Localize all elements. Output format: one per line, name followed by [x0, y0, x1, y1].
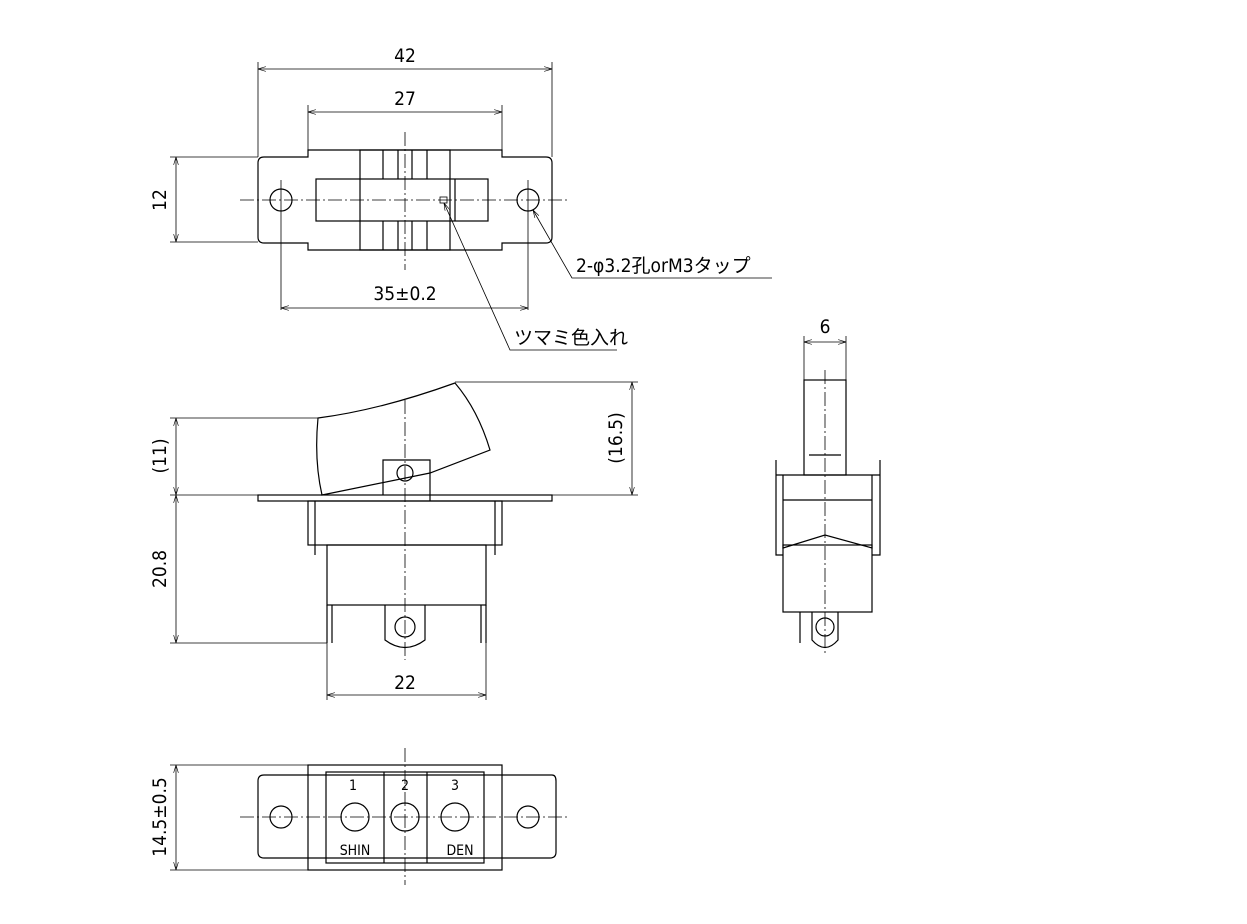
dim-knob-height: (11): [149, 438, 171, 473]
bottom-view: 1 2 3 SHIN DEN 14.5±0.5: [149, 748, 570, 885]
dim-side-width: 22: [394, 672, 416, 694]
dim-body-height: 20.8: [149, 550, 171, 588]
terminal-3-label: 3: [451, 778, 459, 794]
note-knob: ツマミ色入れ: [514, 327, 628, 349]
note-holes: 2-φ3.2孔orM3タップ: [576, 255, 751, 277]
terminal-2-label: 2: [401, 778, 409, 794]
top-view: 42 27 12 35±0.2 2-φ3.2孔orM3タップ ツマミ色入れ: [149, 45, 772, 351]
label-shin: SHIN: [340, 843, 371, 859]
dim-bottom-height: 14.5±0.5: [149, 777, 171, 857]
dim-hole-pitch: 35±0.2: [373, 283, 436, 305]
dim-overall-width: 42: [394, 45, 416, 67]
dim-height: 12: [149, 189, 171, 211]
terminal-1-label: 1: [349, 778, 357, 794]
dim-knob-max: (16.5): [605, 412, 627, 463]
dim-knob-width: 6: [820, 316, 831, 338]
side-view: (11) (16.5) 20.8 22: [149, 381, 638, 700]
label-den: DEN: [446, 843, 473, 859]
dim-body-width: 27: [394, 88, 416, 110]
end-view: 6: [775, 316, 881, 655]
